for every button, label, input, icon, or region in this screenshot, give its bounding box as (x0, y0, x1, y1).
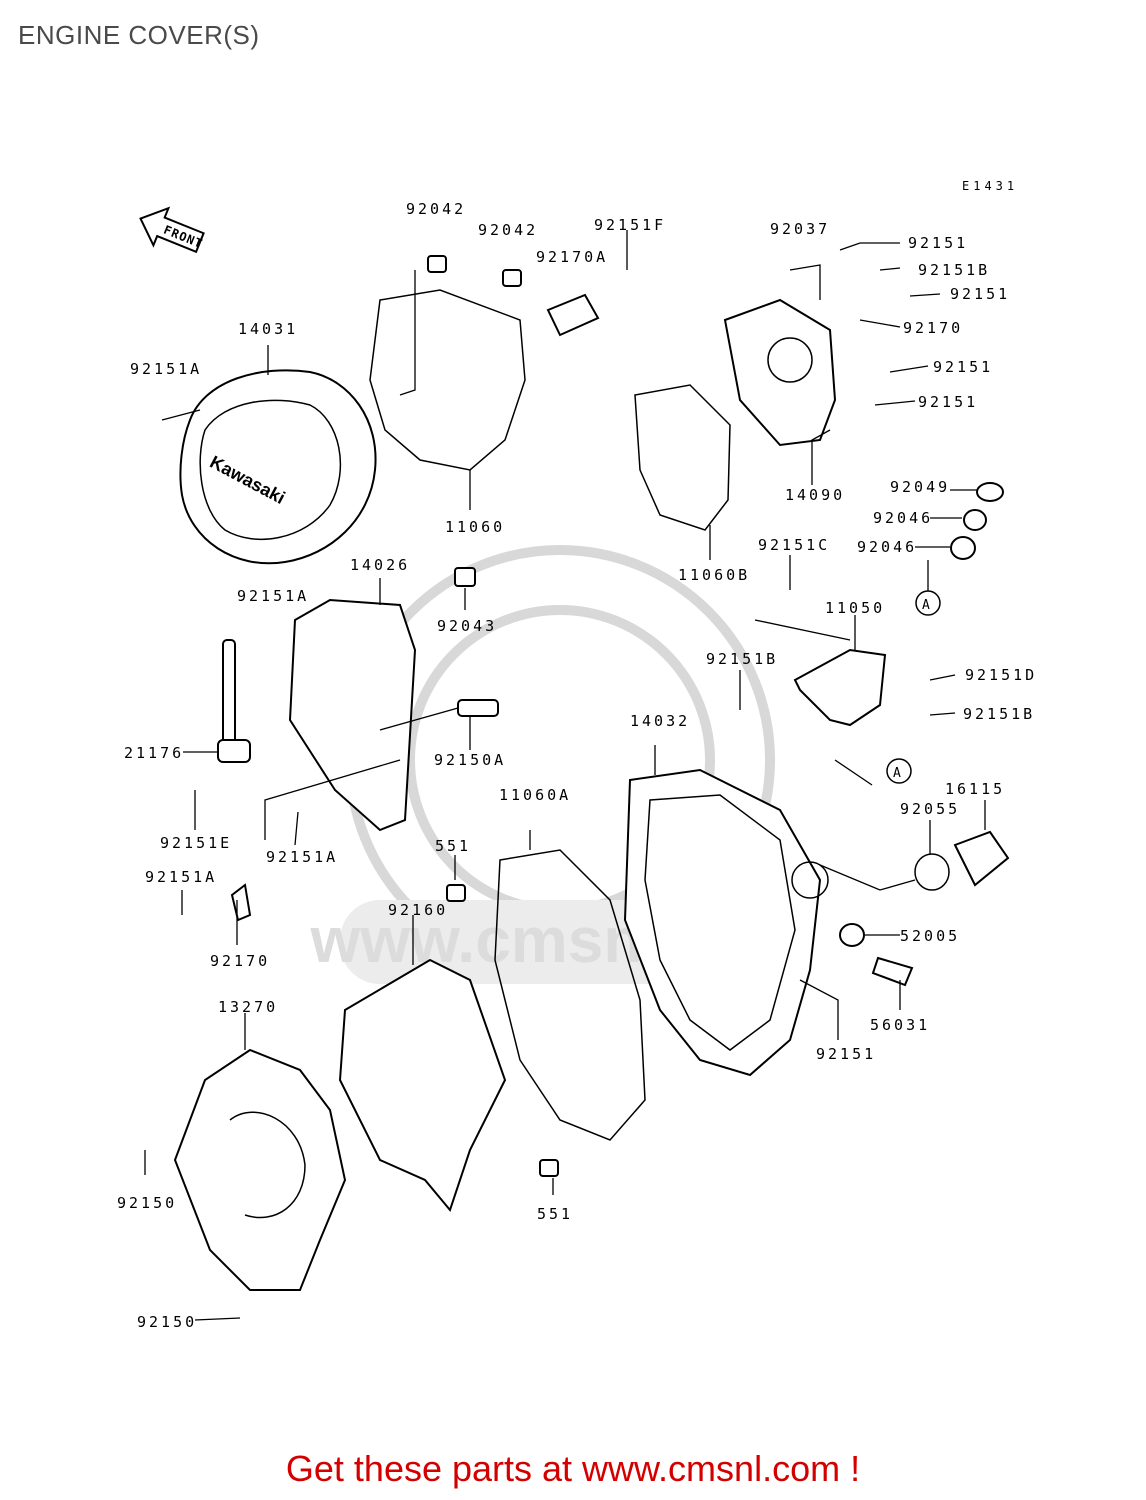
part-labels: 92042 92042 92151F 92170A 92037 92151 92… (117, 200, 1037, 1331)
diagram-code: E1431 (962, 179, 1018, 193)
part-label: 13270 (218, 998, 278, 1016)
exploded-parts-diagram: www.cmsnl.com FRONT E1431 Kawasaki (117, 179, 1037, 1331)
part-label: 92151B (918, 261, 990, 279)
part-label: 92042 (478, 221, 538, 239)
part-label: 92049 (890, 478, 950, 496)
part-label: 11050 (825, 599, 885, 617)
svg-text:A: A (922, 598, 930, 613)
part-label: 92043 (437, 617, 497, 635)
part-label: 92160 (388, 901, 448, 919)
part-92170a-bracket (546, 293, 600, 337)
part-label: 92037 (770, 220, 830, 238)
part-label: 92151 (908, 234, 968, 252)
part-11060a-gasket (494, 849, 646, 1141)
part-label: 92151A (145, 868, 217, 886)
page-title: ENGINE COVER(S) (18, 20, 260, 50)
part-92042-dowel-a (427, 255, 447, 273)
part-11060b-gasket (634, 384, 731, 531)
part-11060-gasket (369, 289, 526, 471)
part-92170-clamp (230, 883, 252, 922)
part-label: 551 (435, 837, 471, 855)
footer-promo-link[interactable]: Get these parts at www.cmsnl.com ! (285, 1448, 861, 1489)
part-label: 92151E (160, 834, 232, 852)
part-13270-inner-cutout (229, 1111, 306, 1219)
part-14031-generator-cover: Kawasaki (179, 369, 377, 565)
part-label: 92046 (857, 538, 917, 556)
part-label: 21176 (124, 744, 184, 762)
part-label: 11060B (678, 566, 750, 584)
part-label: 92151 (933, 358, 993, 376)
part-label: 92170 (210, 952, 270, 970)
part-92043-dowel (454, 567, 476, 587)
callout-a-lower: A (886, 758, 912, 784)
part-label: 92151D (965, 666, 1037, 684)
part-label: 11060 (445, 518, 505, 536)
part-label: 14031 (238, 320, 298, 338)
leader-lines (144, 230, 986, 1321)
part-16115-cap (953, 830, 1010, 887)
part-21176-sensor (217, 639, 251, 763)
part-551-dowel-b (539, 1159, 559, 1177)
part-label: 92151A (130, 360, 202, 378)
part-label: 52005 (900, 927, 960, 945)
part-92055-o-ring (914, 853, 950, 891)
part-label: 92151A (237, 587, 309, 605)
part-14026-cover (288, 598, 417, 832)
part-label: 92150 (137, 1313, 197, 1331)
part-92049-seal (976, 482, 1004, 502)
part-label: 551 (537, 1205, 573, 1223)
part-label: 14090 (785, 486, 845, 504)
front-arrow-icon: FRONT (139, 206, 205, 254)
part-56031-label (871, 956, 914, 987)
part-label: 92151F (594, 216, 666, 234)
part-label: 14026 (350, 556, 410, 574)
part-label: 92151C (758, 536, 830, 554)
part-14032-clutch-cover (623, 768, 829, 1077)
part-label: 92170 (903, 319, 963, 337)
part-52005-seal (839, 923, 865, 947)
callout-a-upper: A (915, 590, 941, 616)
part-label: 92042 (406, 200, 466, 218)
svg-text:A: A (893, 766, 901, 781)
part-label: 16115 (945, 780, 1005, 798)
part-label: 92151A (266, 848, 338, 866)
part-label: 56031 (870, 1016, 930, 1034)
part-label: 92151 (918, 393, 978, 411)
part-label: 92151 (950, 285, 1010, 303)
part-label: 92170A (536, 248, 608, 266)
part-label: 92055 (900, 800, 960, 818)
part-92160-guard (338, 958, 507, 1213)
part-label: 14032 (630, 712, 690, 730)
part-551-dowel-a (446, 884, 466, 902)
part-label: 11060A (499, 786, 571, 804)
part-label: 92046 (873, 509, 933, 527)
part-92042-dowel-b (502, 269, 522, 287)
part-92046-seal-b (950, 536, 976, 560)
part-label: 92151B (706, 650, 778, 668)
part-92046-seal-a (963, 509, 987, 531)
part-label: 92150 (117, 1194, 177, 1212)
part-11050-bracket (793, 648, 887, 727)
part-label: 92151B (963, 705, 1035, 723)
part-label: 92151 (816, 1045, 876, 1063)
part-13270-guard (173, 1048, 347, 1291)
part-label: 92150A (434, 751, 506, 769)
part-92150a-pin (457, 699, 499, 717)
part-14090-cover (723, 298, 837, 447)
